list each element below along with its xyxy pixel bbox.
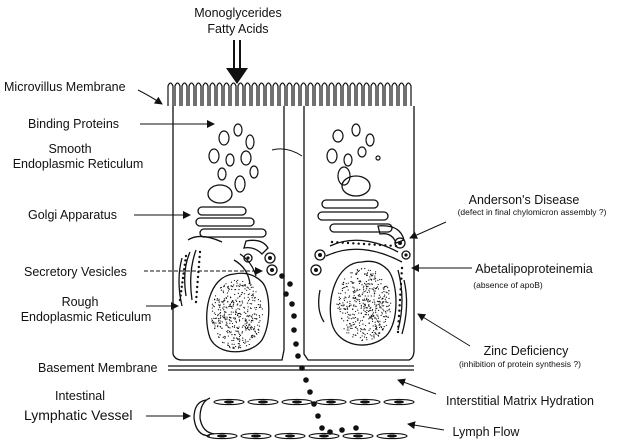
lymphatic-vessel: [194, 398, 414, 439]
label-zinc-note: (inhibition of protein synthesis ?): [459, 359, 581, 369]
pointer-microvillus: [138, 90, 162, 104]
input-label-line2: Fatty Acids: [207, 22, 268, 36]
cell-right-outline: [304, 106, 414, 360]
smooth-er-left: [209, 124, 258, 192]
label-zinc-deficiency: Zinc Deficiency: [484, 344, 569, 358]
golgi-left: [196, 185, 268, 254]
microvilli: [168, 83, 411, 106]
pointer-lymph-flow: [408, 424, 444, 430]
basement-membrane: [168, 366, 414, 370]
label-golgi-apparatus: Golgi Apparatus: [28, 208, 117, 222]
label-secretory-vesicles: Secretory Vesicles: [24, 265, 127, 279]
nucleus-left: [207, 273, 269, 351]
label-lymphatic-line1: Intestinal: [55, 389, 105, 403]
label-andersons-disease: Anderson's Disease: [469, 193, 580, 207]
label-basement-membrane: Basement Membrane: [38, 361, 158, 375]
label-lymphatic-line2: Lymphatic Vessel: [24, 407, 132, 423]
label-lymph-flow: Lymph Flow: [453, 425, 521, 439]
input-label-line1: Monoglycerides: [194, 6, 282, 20]
pointer-andersons: [410, 222, 446, 238]
nucleus-right: [330, 261, 396, 345]
label-abetalipoproteinemia: Abetalipoproteinemia: [475, 262, 592, 276]
rough-er-right: [319, 240, 407, 334]
label-abeta-note: (absence of apoB): [473, 280, 543, 290]
label-andersons-note: (defect in final chylomicron assembly ?): [458, 207, 607, 217]
input-arrow: [226, 40, 248, 84]
label-microvillus-membrane: Microvillus Membrane: [4, 80, 126, 94]
golgi-right: [318, 176, 404, 243]
label-interstitial-hydration: Interstitial Matrix Hydration: [446, 394, 594, 408]
label-rough-er-line1: Rough: [62, 295, 99, 309]
label-smooth-er-line1: Smooth: [48, 142, 91, 156]
secretory-vesicles: [244, 238, 410, 275]
pointer-zinc: [418, 314, 470, 346]
cytoplasm-fiber: [272, 149, 302, 156]
pointer-interstitial: [398, 380, 436, 394]
label-smooth-er-line2: Endoplasmic Reticulum: [13, 157, 144, 171]
label-rough-er-line2: Endoplasmic Reticulum: [21, 310, 152, 324]
ribosome-dots: [179, 241, 403, 333]
label-binding-proteins: Binding Proteins: [28, 117, 119, 131]
